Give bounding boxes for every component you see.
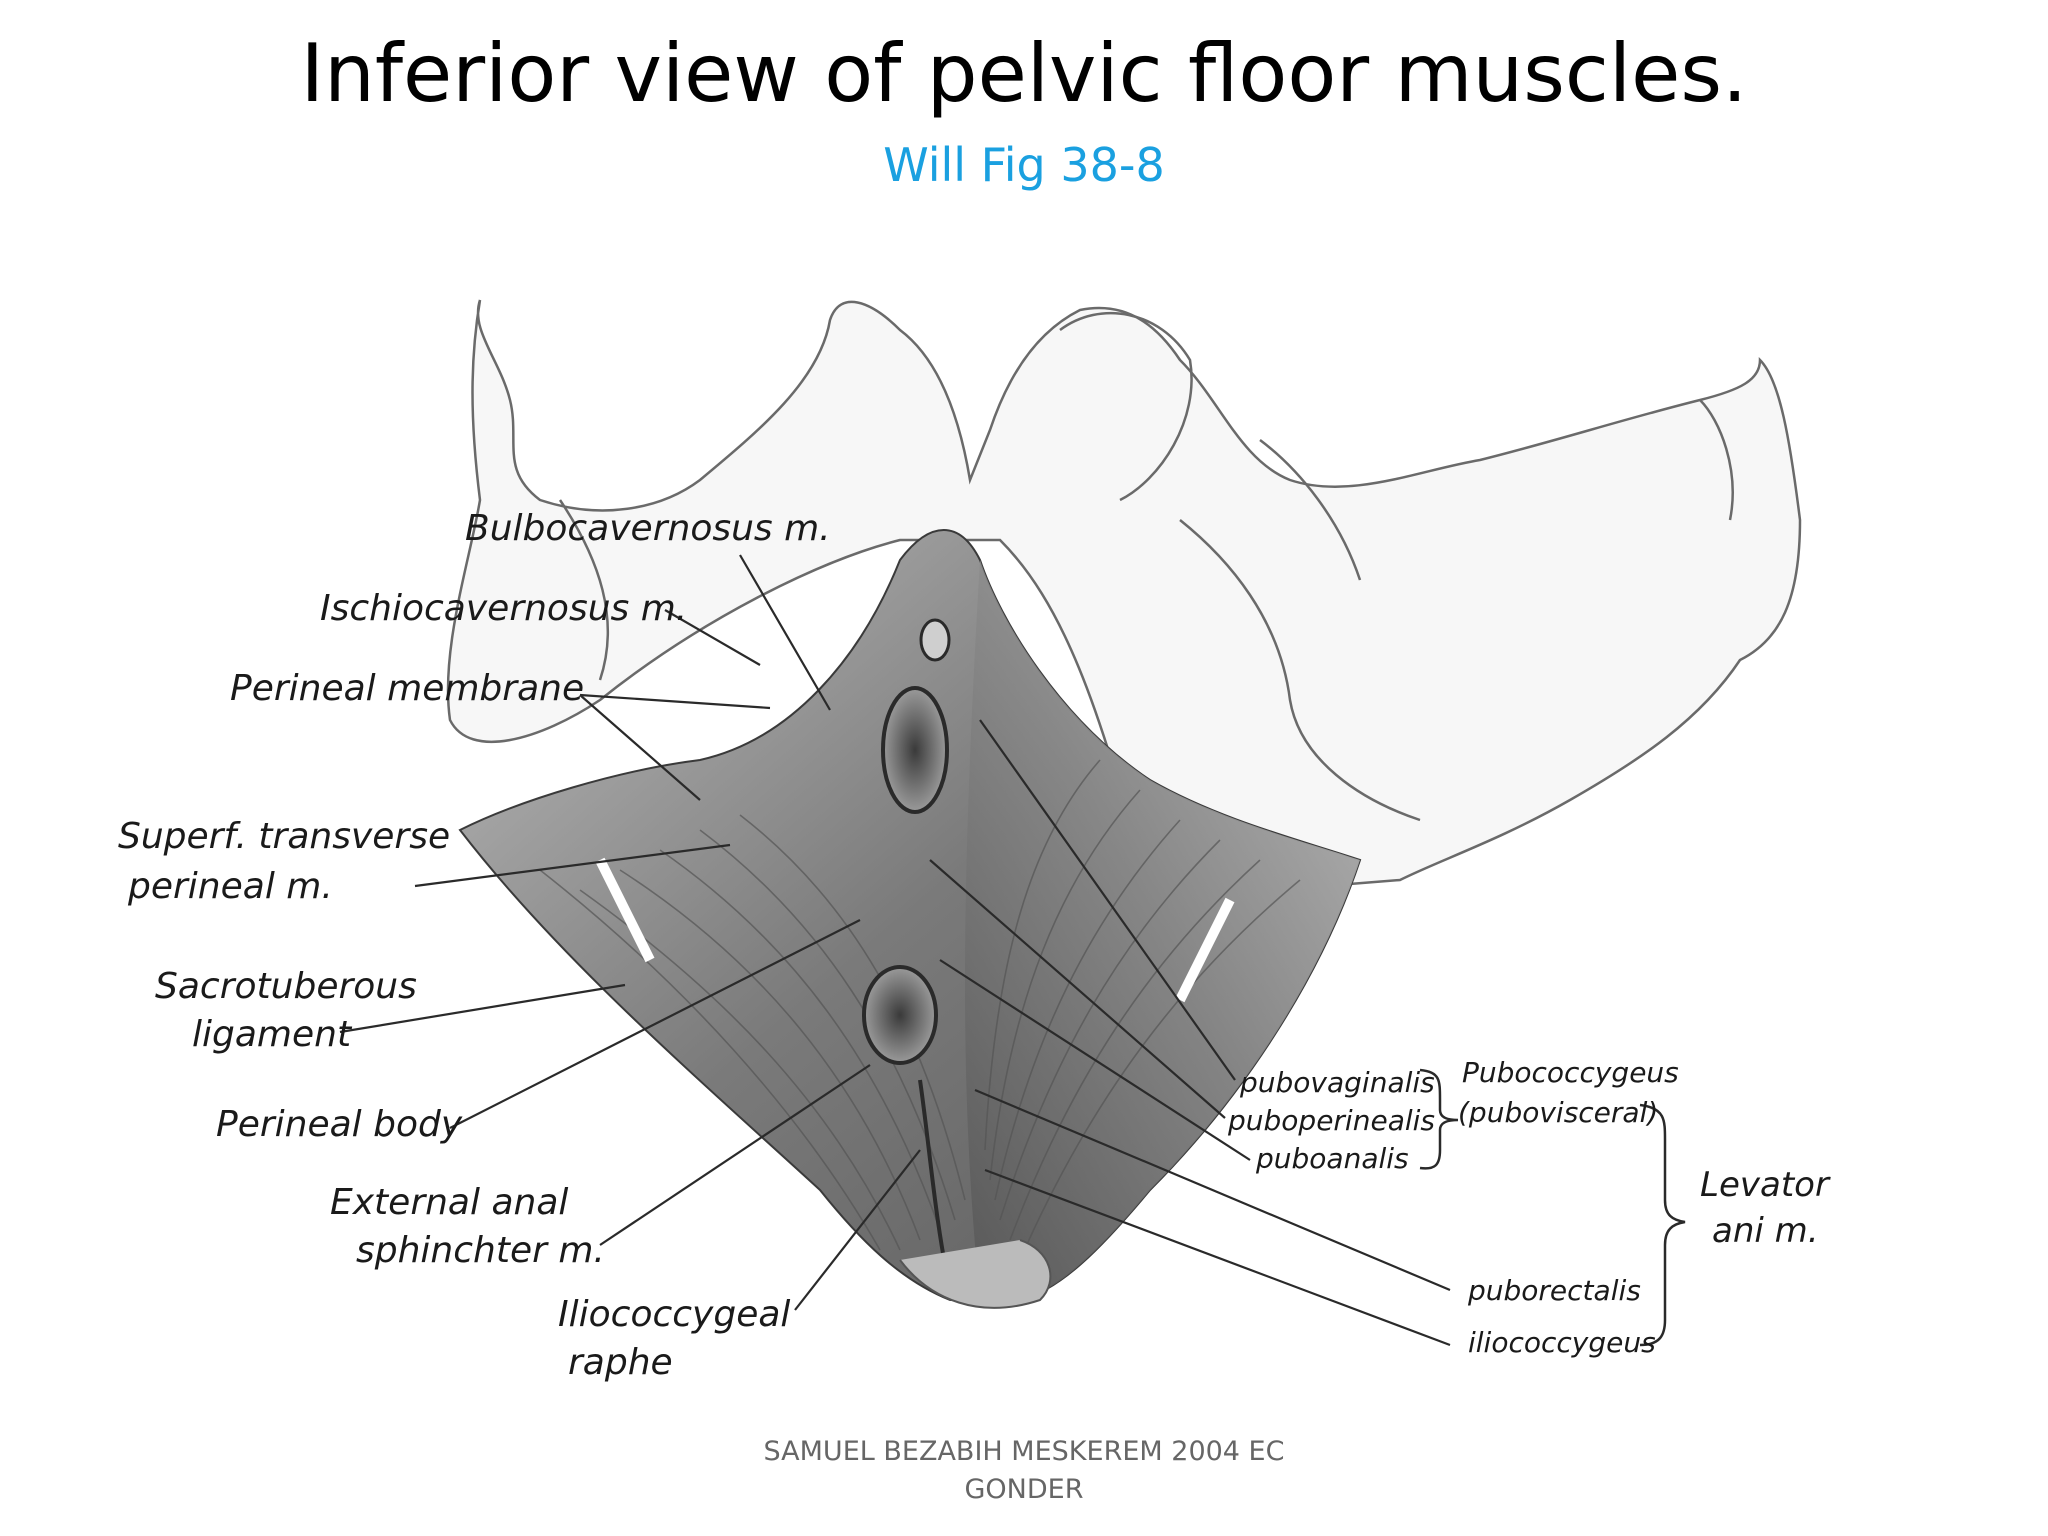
label-external-anal-2: sphinchter m. xyxy=(356,1230,605,1271)
label-puboperinealis: puboperinealis xyxy=(1227,1104,1435,1137)
label-sacrotuberous-1: Sacrotuberous xyxy=(155,966,417,1007)
pelvic-bones xyxy=(446,299,1802,902)
slide-subtitle: Will Fig 38-8 xyxy=(883,138,1165,192)
label-external-anal-1: External anal xyxy=(330,1182,568,1223)
leader-lines xyxy=(339,554,1451,1347)
label-pubococcygeus-1: Pubococcygeus xyxy=(1462,1056,1679,1089)
label-ischiocavernosus: Ischiocavernosus m. xyxy=(320,588,687,629)
label-superf-transverse-1: Superf. transverse xyxy=(118,816,450,857)
label-sacrotuberous-2: ligament xyxy=(192,1014,353,1055)
label-perineal-membrane: Perineal membrane xyxy=(230,668,584,709)
label-iliococcygeal-raphe-1: Iliococcygeal xyxy=(558,1294,790,1335)
label-levator-1: Levator xyxy=(1700,1165,1831,1205)
label-superf-transverse-2: perineal m. xyxy=(127,866,333,907)
brackets xyxy=(1419,1068,1686,1347)
label-pubovaginalis: pubovaginalis xyxy=(1239,1066,1435,1099)
label-bulbocavernosus: Bulbocavernosus m. xyxy=(465,508,831,549)
sacrotuberous-ligament-right xyxy=(1175,897,1235,1003)
label-puborectalis: puborectalis xyxy=(1467,1274,1641,1307)
label-iliococcygeal-raphe-2: raphe xyxy=(568,1342,673,1383)
levator-ani-muscles xyxy=(458,529,1362,1309)
label-pubococcygeus-2: (pubovisceral) xyxy=(1458,1096,1658,1129)
footer-location: GONDER xyxy=(964,1474,1084,1505)
label-levator-2: ani m. xyxy=(1712,1211,1819,1251)
slide-title: Inferior view of pelvic floor muscles. xyxy=(300,27,1748,120)
footer-author: SAMUEL BEZABIH MESKEREM 2004 EC xyxy=(763,1436,1285,1467)
label-perineal-body: Perineal body xyxy=(216,1104,463,1145)
sacrotuberous-ligament-left xyxy=(595,857,655,963)
label-iliococcygeus: iliococcygeus xyxy=(1468,1326,1656,1359)
label-puboanalis: puboanalis xyxy=(1255,1142,1409,1175)
